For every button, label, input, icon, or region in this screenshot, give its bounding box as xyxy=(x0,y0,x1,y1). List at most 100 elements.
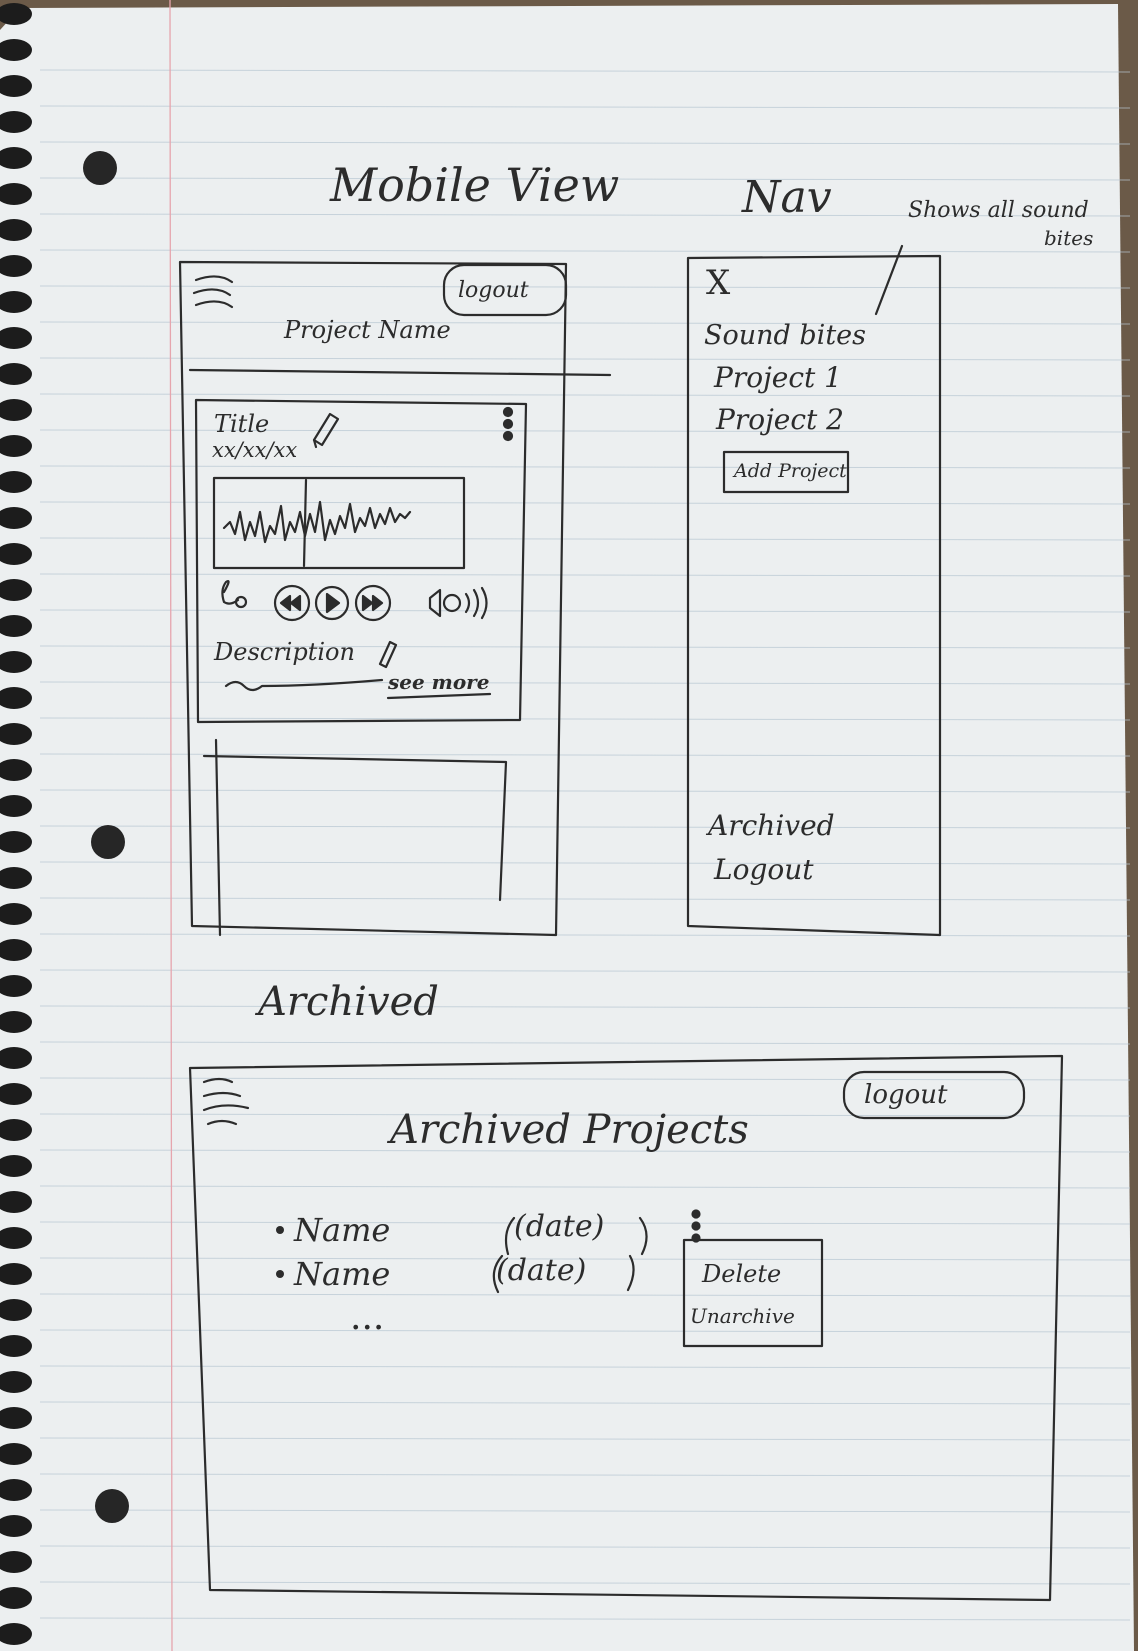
ruled-line xyxy=(39,141,1131,145)
card-description-label[interactable]: Description xyxy=(214,638,355,666)
punch-hole xyxy=(95,1489,129,1523)
paper-sheet xyxy=(0,4,1134,1651)
spiral-coil xyxy=(0,1515,32,1537)
ruled-line xyxy=(39,1041,1131,1045)
nav-item-logout[interactable]: Logout xyxy=(714,853,814,886)
ruled-line xyxy=(39,825,1131,829)
spiral-coil xyxy=(0,1155,32,1177)
nav-item-project-2[interactable]: Project 2 xyxy=(716,403,844,436)
spiral-coil xyxy=(0,1623,32,1645)
spiral-coil xyxy=(0,615,32,637)
kebab-menu-icon[interactable] xyxy=(502,406,514,442)
ruled-line xyxy=(39,645,1131,649)
card-title[interactable]: Title xyxy=(214,410,270,438)
spiral-coil xyxy=(0,939,32,961)
playhead[interactable] xyxy=(302,478,308,568)
ruled-line xyxy=(39,933,1131,937)
add-project-label[interactable]: Add Project xyxy=(734,460,847,482)
logout-label[interactable]: logout xyxy=(864,1080,948,1110)
spiral-coil xyxy=(0,687,32,709)
archived-row-name[interactable]: Name xyxy=(294,1211,391,1249)
play-icon[interactable] xyxy=(314,585,350,621)
sound-bite-card xyxy=(194,398,528,724)
ruled-line xyxy=(39,1617,1131,1621)
nav-frame xyxy=(686,254,942,937)
nav-item-archived[interactable]: Archived xyxy=(708,809,835,842)
ruled-line xyxy=(39,1473,1131,1477)
spiral-coil xyxy=(0,1551,32,1573)
rewind-icon[interactable] xyxy=(273,584,311,622)
ruled-line xyxy=(39,249,1131,253)
spiral-coil xyxy=(0,867,32,889)
spiral-coil xyxy=(0,147,32,169)
spiral-coil xyxy=(0,327,32,349)
archived-row-name[interactable]: Name xyxy=(294,1255,391,1293)
ruled-line xyxy=(39,573,1131,577)
spiral-coil xyxy=(0,903,32,925)
spiral-coil xyxy=(0,1263,32,1285)
ruled-line xyxy=(39,1437,1131,1441)
ruled-line xyxy=(39,69,1131,73)
logout-button[interactable] xyxy=(442,263,568,317)
ruled-line xyxy=(39,357,1131,361)
bullet xyxy=(276,1226,284,1234)
hamburger-icon[interactable] xyxy=(192,275,234,309)
date-brackets xyxy=(504,1216,648,1256)
spiral-coil xyxy=(0,183,32,205)
kebab-menu-icon[interactable] xyxy=(691,1209,701,1243)
description-scribble xyxy=(224,678,384,692)
add-project-button[interactable] xyxy=(722,450,850,494)
spiral-coil xyxy=(0,759,32,781)
spiral-coil xyxy=(0,543,32,565)
spiral-coil xyxy=(0,1299,32,1321)
ruled-line xyxy=(39,1581,1131,1585)
spiral-coil xyxy=(0,399,32,421)
ruled-line xyxy=(39,285,1131,289)
archived-row-date: (date) xyxy=(496,1253,587,1288)
spiral-coil xyxy=(0,1119,32,1141)
archived-projects-title: Archived Projects xyxy=(390,1107,749,1153)
pencil-icon[interactable] xyxy=(312,412,340,449)
ruled-line xyxy=(39,1185,1131,1189)
unarchive-menu-item[interactable]: Unarchive xyxy=(690,1304,795,1328)
delete-menu-item[interactable]: Delete xyxy=(702,1260,782,1288)
spiral-coil xyxy=(0,1011,32,1033)
annotation-line-1: Shows all sound xyxy=(908,198,1089,223)
ruled-line xyxy=(39,1293,1131,1297)
spiral-coil xyxy=(0,1227,32,1249)
spiral-coil xyxy=(0,255,32,277)
ruled-line xyxy=(39,321,1131,325)
ruled-line xyxy=(39,1221,1131,1225)
ruled-line xyxy=(39,753,1131,757)
pencil-icon[interactable] xyxy=(378,640,398,669)
nav-heading: Nav xyxy=(742,172,832,223)
ruled-line xyxy=(39,897,1131,901)
logout-label[interactable]: logout xyxy=(458,278,529,303)
ruled-line xyxy=(39,393,1131,397)
ruled-line xyxy=(39,537,1131,541)
spiral-coil xyxy=(0,219,32,241)
sound-bite-card xyxy=(202,754,508,902)
spiral-coil xyxy=(0,1371,32,1393)
loop-icon[interactable] xyxy=(221,580,248,609)
mobile-frame xyxy=(178,260,612,937)
volume-icon[interactable] xyxy=(428,586,488,620)
nav-item-project-1[interactable]: Project 1 xyxy=(714,361,842,394)
spiral-coil xyxy=(0,1443,32,1465)
nav-item-sound-bites[interactable]: Sound bites xyxy=(704,320,866,351)
mobile-view-heading: Mobile View xyxy=(330,158,620,212)
archived-heading: Archived xyxy=(258,979,439,1025)
annotation-line-2: bites xyxy=(1044,226,1094,250)
spiral-coil xyxy=(0,471,32,493)
spiral-coil xyxy=(0,1335,32,1357)
bullet xyxy=(276,1270,284,1278)
spiral-binding xyxy=(0,3,32,1645)
fast-forward-icon[interactable] xyxy=(354,584,392,622)
logout-button[interactable] xyxy=(842,1070,1026,1120)
ruled-line xyxy=(39,609,1131,613)
hamburger-icon[interactable] xyxy=(202,1077,250,1126)
ruled-line xyxy=(39,1509,1131,1513)
see-more-link[interactable]: see more xyxy=(388,670,490,694)
close-icon[interactable]: X xyxy=(706,263,731,303)
ruled-line xyxy=(39,861,1131,865)
